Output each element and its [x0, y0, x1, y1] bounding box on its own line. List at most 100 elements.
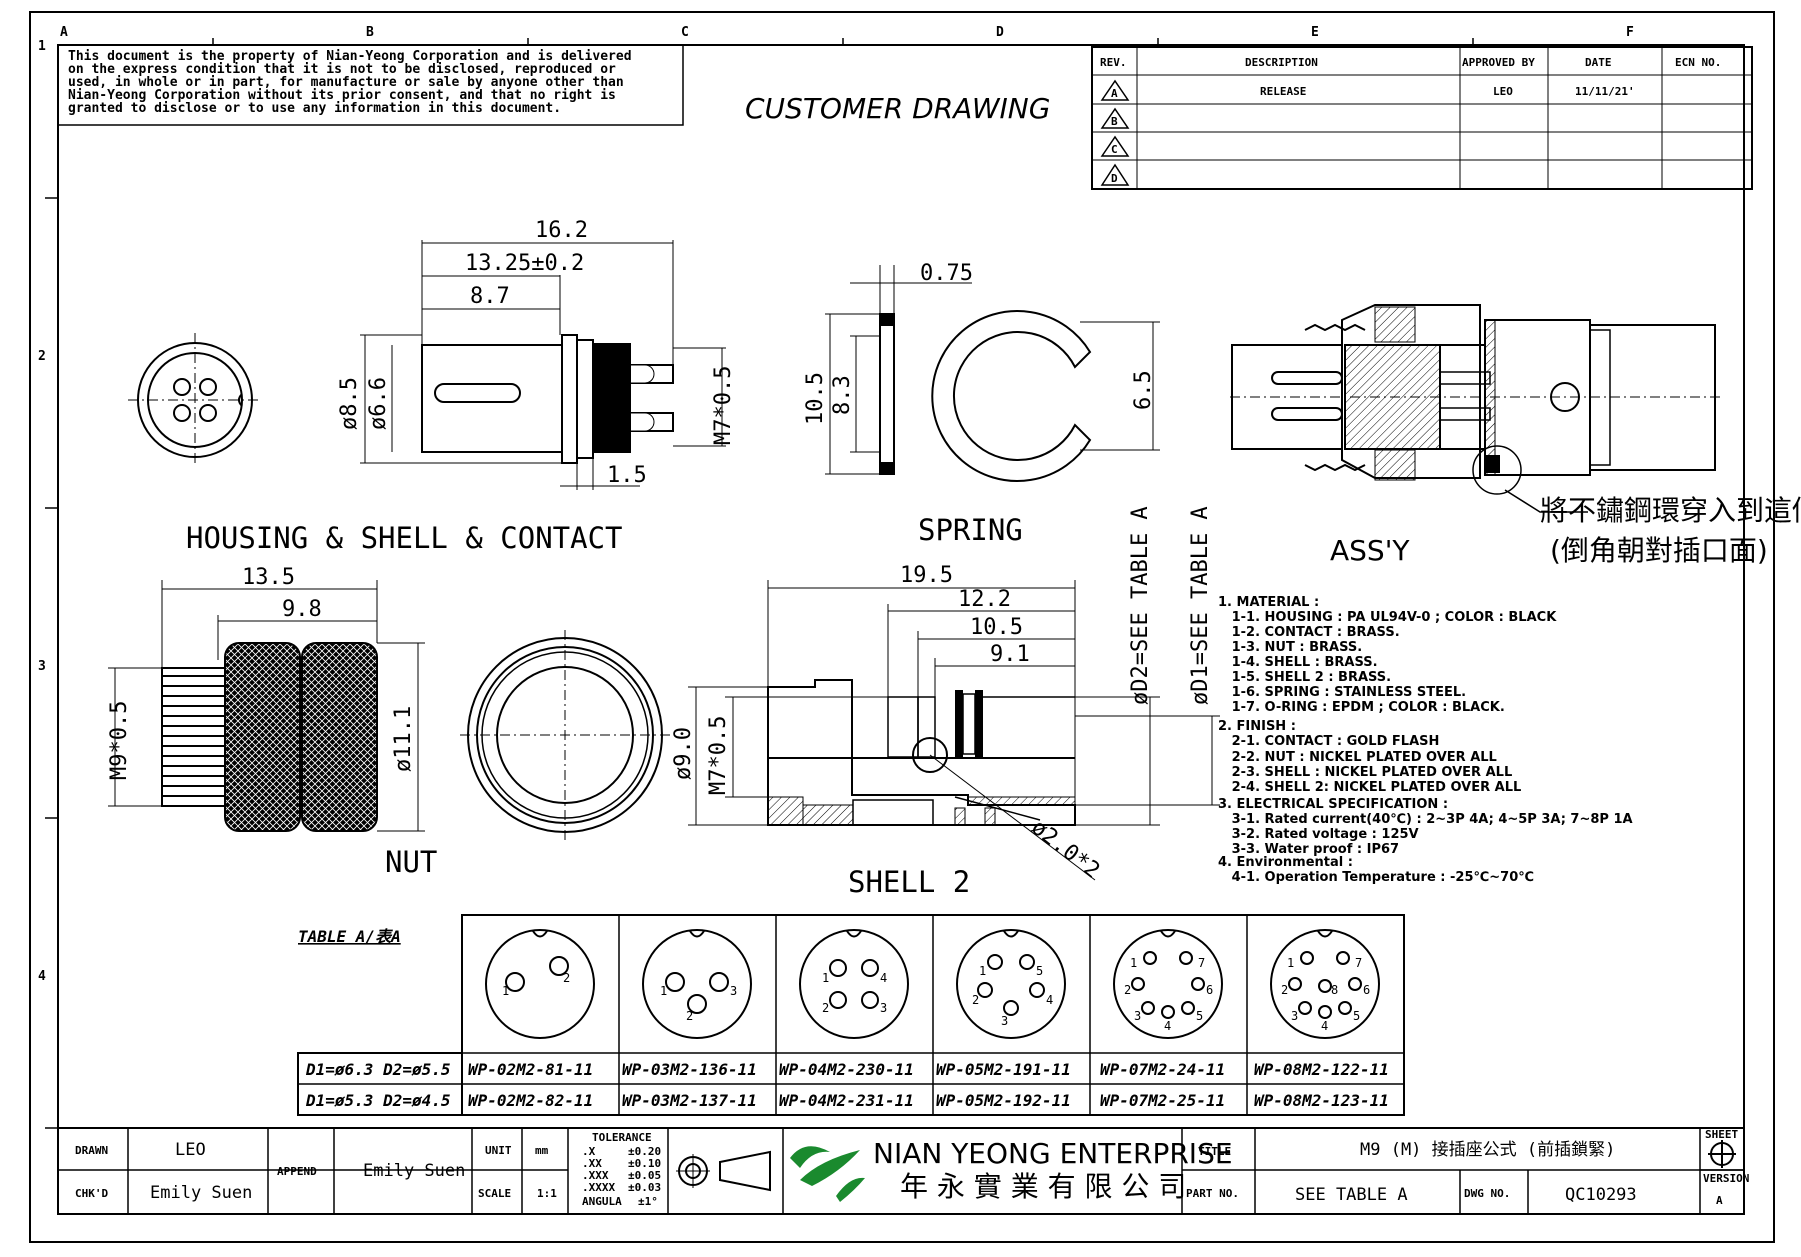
- append-value: Emily Suen: [363, 1161, 465, 1181]
- proprietary-notice: This document is the property of Nian-Ye…: [57, 44, 684, 126]
- part-07-row1: WP-07M2-24-11: [1100, 1060, 1225, 1079]
- pin-layout-3p: 1 3 2: [642, 929, 752, 1039]
- svg-text:5: 5: [1353, 1009, 1360, 1023]
- housing-dim-8-7: 8.7: [470, 284, 510, 309]
- note-line-11: 2-3. SHELL : NICKEL PLATED OVER ALL: [1218, 765, 1512, 780]
- spring-side-view: 0.75 10.5 8.3: [803, 261, 973, 475]
- assembly-note-line-1: 將不鏽鋼環穿入到這個位置: [1540, 494, 1801, 527]
- svg-text:2: 2: [686, 1009, 693, 1023]
- shell2-dim-d9-0: ø9.0: [671, 727, 696, 780]
- svg-text:4: 4: [1046, 993, 1053, 1007]
- svg-text:2: 2: [1124, 983, 1131, 997]
- svg-text:1: 1: [660, 984, 667, 998]
- note-line-14: 3-1. Rated current(40℃) : 2~3P 4A; 4~5P …: [1218, 812, 1633, 827]
- svg-text:3: 3: [730, 984, 737, 998]
- nut-front-view: [460, 630, 670, 840]
- tol-key-3: .XXXX: [582, 1181, 615, 1194]
- revision-table: REV. DESCRIPTION APPROVED BY DATE ECN NO…: [1091, 46, 1753, 190]
- scale-value: 1:1: [537, 1187, 557, 1200]
- svg-text:3: 3: [1134, 1009, 1141, 1023]
- shell2-dim-9-1: 9.1: [990, 642, 1030, 667]
- part-08-row1: WP-08M2-122-11: [1254, 1060, 1389, 1079]
- append-label: APPEND: [277, 1165, 317, 1178]
- grid-row-4: 4: [38, 969, 46, 984]
- note-line-10: 2-2. NUT : NICKEL PLATED OVER ALL: [1218, 750, 1497, 765]
- company-name-zh: 年 永 實 業 有 限 公 司: [900, 1170, 1186, 1203]
- note-line-18: 4-1. Operation Temperature : -25℃~70℃: [1218, 870, 1534, 885]
- tol-key-1: .XX: [582, 1157, 602, 1170]
- svg-text:1: 1: [502, 984, 509, 998]
- title-value: M9 (M) 接插座公式 (前插鎖緊): [1360, 1140, 1615, 1160]
- drawn-label: DRAWN: [75, 1144, 108, 1157]
- grid-row-labels: 1 2 3 4: [38, 39, 46, 984]
- rev-d-letter: D: [1111, 172, 1118, 185]
- pin-layout-2p: 12: [485, 929, 595, 1039]
- svg-text:3: 3: [1001, 1014, 1008, 1028]
- unit-value: mm: [535, 1144, 549, 1157]
- note-line-17: 4. Environmental :: [1218, 855, 1353, 870]
- rev-header-rev: REV.: [1100, 56, 1127, 69]
- svg-text:2: 2: [1281, 983, 1288, 997]
- scale-label: SCALE: [478, 1187, 511, 1200]
- part-02-row2: WP-02M2-82-11: [468, 1091, 593, 1110]
- nut-dim-d11-1: ø11.1: [391, 706, 416, 772]
- svg-text:5: 5: [1196, 1009, 1203, 1023]
- rev-header-date: DATE: [1585, 56, 1612, 69]
- grid-col-e: E: [1311, 25, 1319, 40]
- spring-dim-10-5: 10.5: [803, 372, 828, 425]
- tol-val-2: ±0.05: [628, 1169, 661, 1182]
- svg-text:6: 6: [1206, 983, 1213, 997]
- sheet-crosshair-icon: [1708, 1140, 1736, 1168]
- chkd-label: CHK'D: [75, 1187, 108, 1200]
- company-name-en: NIAN YEONG ENTERPRISE: [873, 1137, 1233, 1170]
- rev-header-description: DESCRIPTION: [1245, 56, 1318, 69]
- notice-line-5: granted to disclose or to use any inform…: [68, 101, 561, 116]
- note-line-15: 3-2. Rated voltage : 125V: [1218, 827, 1419, 842]
- note-line-12: 2-4. SHELL 2: NICKEL PLATED OVER ALL: [1218, 780, 1521, 795]
- tol-val-3: ±0.03: [628, 1181, 661, 1194]
- housing-dim-d8-5: ø8.5: [337, 377, 362, 430]
- grid-row-1: 1: [38, 39, 46, 54]
- grid-ticks: [45, 38, 1474, 1129]
- svg-text:1: 1: [822, 971, 829, 985]
- notice-line-4: Nian-Yeong Corporation without its prior…: [68, 88, 616, 103]
- note-line-3: 1-3. NUT : BRASS.: [1218, 640, 1362, 655]
- tol-val-4: ±1°: [638, 1195, 658, 1208]
- grid-col-b: B: [366, 25, 374, 40]
- note-line-7: 1-7. O-RING : EPDM ; COLOR : BLACK.: [1218, 700, 1505, 715]
- nut-side-view: 13.5 9.8 M9*0.5 ø11.1: [107, 565, 425, 832]
- svg-text:7: 7: [1355, 956, 1362, 970]
- version-label: VERSION: [1703, 1172, 1749, 1185]
- rev-b-letter: B: [1111, 115, 1118, 128]
- assembly-section-view: [1230, 304, 1720, 513]
- drawing-type-label: CUSTOMER DRAWING: [745, 92, 1050, 125]
- projection-symbol-icon: [676, 1150, 771, 1192]
- grid-col-d: D: [996, 25, 1004, 40]
- svg-text:2: 2: [972, 993, 979, 1007]
- version-value: A: [1716, 1194, 1723, 1207]
- rev-a-letter: A: [1111, 87, 1118, 100]
- assembly-note-line-2: (倒角朝對插口面): [1550, 534, 1768, 567]
- note-line-13: 3. ELECTRICAL SPECIFICATION :: [1218, 797, 1448, 812]
- rev-a-description: RELEASE: [1260, 85, 1306, 98]
- table-a-row1-label: D1=ø6.3 D2=ø5.5: [305, 1060, 451, 1079]
- tol-val-1: ±0.10: [628, 1157, 661, 1170]
- svg-text:1: 1: [1130, 956, 1137, 970]
- table-a-row2-label: D1=ø5.3 D2=ø4.5: [305, 1091, 451, 1110]
- grid-row-3: 3: [38, 659, 46, 674]
- note-line-9: 2-1. CONTACT : GOLD FLASH: [1218, 734, 1439, 749]
- company-logo-icon: [790, 1146, 865, 1202]
- tolerance-list: .X ±0.20 .XX ±0.10 .XXX ±0.05 .XXXX ±0.0…: [582, 1145, 661, 1208]
- tolerance-label: TOLERANCE: [592, 1131, 652, 1144]
- rev-header-ecn: ECN NO.: [1675, 56, 1721, 69]
- part-05-row2: WP-05M2-192-11: [936, 1091, 1071, 1110]
- rev-a-approved: LEO: [1493, 85, 1513, 98]
- svg-text:2: 2: [822, 1001, 829, 1015]
- dwg-no-value: QC10293: [1565, 1185, 1637, 1205]
- grid-col-a: A: [60, 25, 68, 40]
- note-line-1: 1-1. HOUSING : PA UL94V-0 ; COLOR : BLAC…: [1218, 610, 1557, 625]
- spring-dim-8-3: 8.3: [830, 375, 855, 415]
- nut-dim-13-5: 13.5: [242, 565, 295, 590]
